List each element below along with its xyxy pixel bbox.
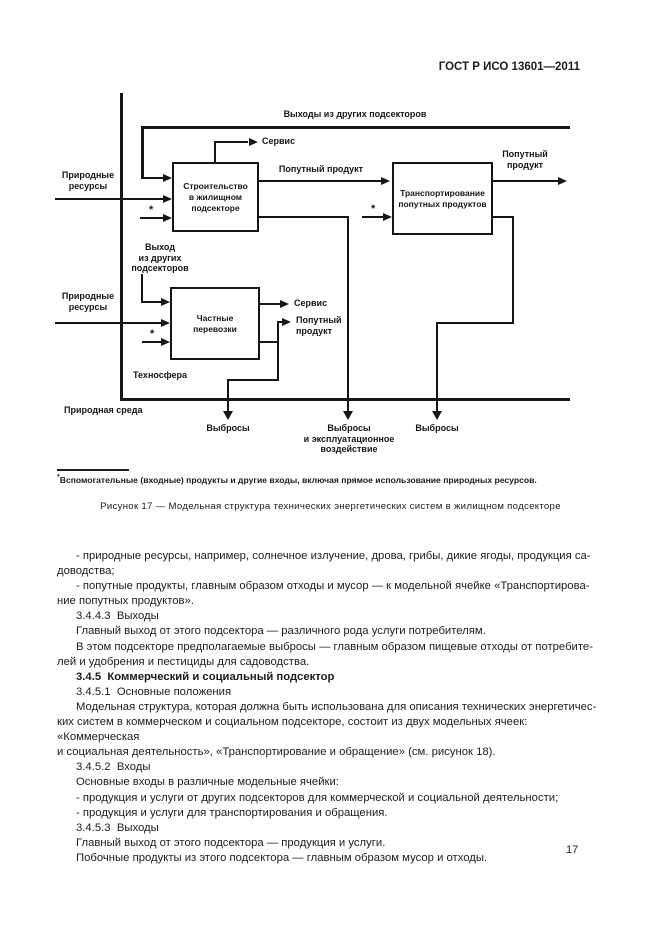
footnote-rule <box>57 469 129 471</box>
arrowhead <box>161 337 170 346</box>
top-flow-downleg <box>141 126 144 179</box>
byproduct-mid-label: Попутный продукт <box>278 164 364 174</box>
technosphere-bottom-border <box>120 398 570 401</box>
flow-line-segment <box>436 322 514 324</box>
byproduct-out-label: Попутный продукт <box>502 149 548 170</box>
top-flow-line <box>141 126 570 129</box>
paragraph: Главный выход от этого подсектора — разл… <box>76 625 486 638</box>
arrowhead <box>163 194 172 203</box>
arrowhead <box>383 212 392 221</box>
arrowhead <box>381 176 390 185</box>
flow-line-segment <box>55 198 165 200</box>
arrowhead <box>558 176 567 185</box>
flow-line-segment <box>227 379 229 412</box>
flow-line-segment <box>493 216 514 218</box>
paragraph: Модельная структура, которая должна быть… <box>57 700 597 759</box>
arrowhead-down <box>343 411 353 420</box>
natural-environment-label: Природная среда <box>64 405 143 415</box>
natural-resources-label-top: Природные ресурсы <box>61 170 115 191</box>
flow-line-segment <box>142 341 162 343</box>
arrowhead-down <box>223 411 233 420</box>
arrowhead <box>163 173 172 182</box>
arrowhead <box>280 299 289 308</box>
paragraph: - природные ресурсы, например, солнечное… <box>57 550 591 578</box>
body-text: - природные ресурсы, например, солнечное… <box>57 549 606 866</box>
figure-caption: Рисунок 17 — Модельная структура техниче… <box>100 501 561 512</box>
arrowhead <box>163 213 172 222</box>
flow-line-segment <box>493 180 559 182</box>
section-heading: 3.4.5.3 Выходы <box>76 821 159 834</box>
service-riser <box>214 141 216 162</box>
flow-line-segment <box>55 322 162 324</box>
paragraph: Побочные продукты из этого подсектора — … <box>76 851 488 864</box>
flow-line-segment <box>362 216 385 218</box>
section-heading-bold: 3.4.5 Коммерческий и социальный подсекто… <box>76 670 335 683</box>
footnote-marker: * <box>57 474 60 481</box>
flow-line-segment <box>347 216 349 412</box>
paragraph: - попутные продукты, главным образом отх… <box>57 580 590 608</box>
asterisk-label: * <box>149 204 154 216</box>
flow-line-segment <box>260 303 281 305</box>
asterisk-label: * <box>150 328 155 340</box>
transport-box: Транспортирование попутных продуктов <box>392 162 493 235</box>
figure-footnote: *Вспомогательные (входные) продукты и др… <box>57 474 606 485</box>
paragraph: В этом подсекторе предполагаемые выбросы… <box>57 640 593 668</box>
flow-line-segment <box>436 322 438 411</box>
figure-17-diagram: Выходы из других подсекторов Природные р… <box>55 93 570 454</box>
private-transport-box: Частные перевозки <box>170 287 260 360</box>
arrowhead <box>161 297 170 306</box>
technosphere-left-border <box>120 93 123 401</box>
paragraph: - продукция и услуги для транспортирован… <box>76 806 388 819</box>
flow-line-segment <box>227 379 279 381</box>
flow-line-segment <box>277 321 279 381</box>
asterisk-label: * <box>371 203 376 215</box>
page-number: 17 <box>566 844 579 856</box>
flow-line-segment <box>259 180 382 182</box>
flow-line-segment <box>279 321 283 323</box>
section-heading: 3.4.5.2 Входы <box>76 761 151 774</box>
arrowhead <box>249 137 258 146</box>
section-heading: 3.4.5.1 Основные положения <box>76 685 232 698</box>
technosphere-label: Техносфера <box>133 370 188 380</box>
flow-line-segment <box>144 177 164 179</box>
service-out-label: Сервис <box>294 298 328 308</box>
flow-line-segment <box>512 216 514 324</box>
arrowhead <box>161 318 170 327</box>
service-top-label: Сервис <box>262 136 296 146</box>
natural-resources-label-bottom: Природные ресурсы <box>61 291 115 312</box>
paragraph: Основные входы в различные модельные яче… <box>76 776 339 789</box>
paragraph: - продукция и услуги от других подсектор… <box>76 791 559 804</box>
flow-line-segment <box>260 341 279 343</box>
section-heading: 3.4.4.3 Выходы <box>76 610 159 623</box>
emissions-label-right: Выбросы <box>415 423 459 433</box>
construction-box: Строительство в жилищном подсекторе <box>172 162 259 232</box>
emissions-label-left: Выбросы <box>206 423 250 433</box>
flow-line-segment <box>141 274 143 303</box>
flow-line-segment <box>259 216 349 218</box>
flow-line-segment <box>214 141 248 143</box>
top-flow-label: Выходы из других подсекторов <box>283 109 427 119</box>
arrowhead <box>282 317 291 326</box>
emissions-label-middle: Выбросы и эксплуатационное воздействие <box>303 423 395 454</box>
byproduct-out2-label: Попутный продукт <box>296 315 342 336</box>
flow-line-segment <box>141 301 162 303</box>
arrowhead-down <box>432 411 442 420</box>
flow-line-segment <box>140 217 165 219</box>
footnote-text: Вспомогательные (входные) продукты и дру… <box>59 474 537 485</box>
paragraph: Главный выход от этого подсектора — прод… <box>76 836 386 849</box>
output-from-other-label: Выход из других подсекторов <box>131 242 189 273</box>
standard-reference: ГОСТ Р ИСО 13601—2011 <box>438 61 580 73</box>
